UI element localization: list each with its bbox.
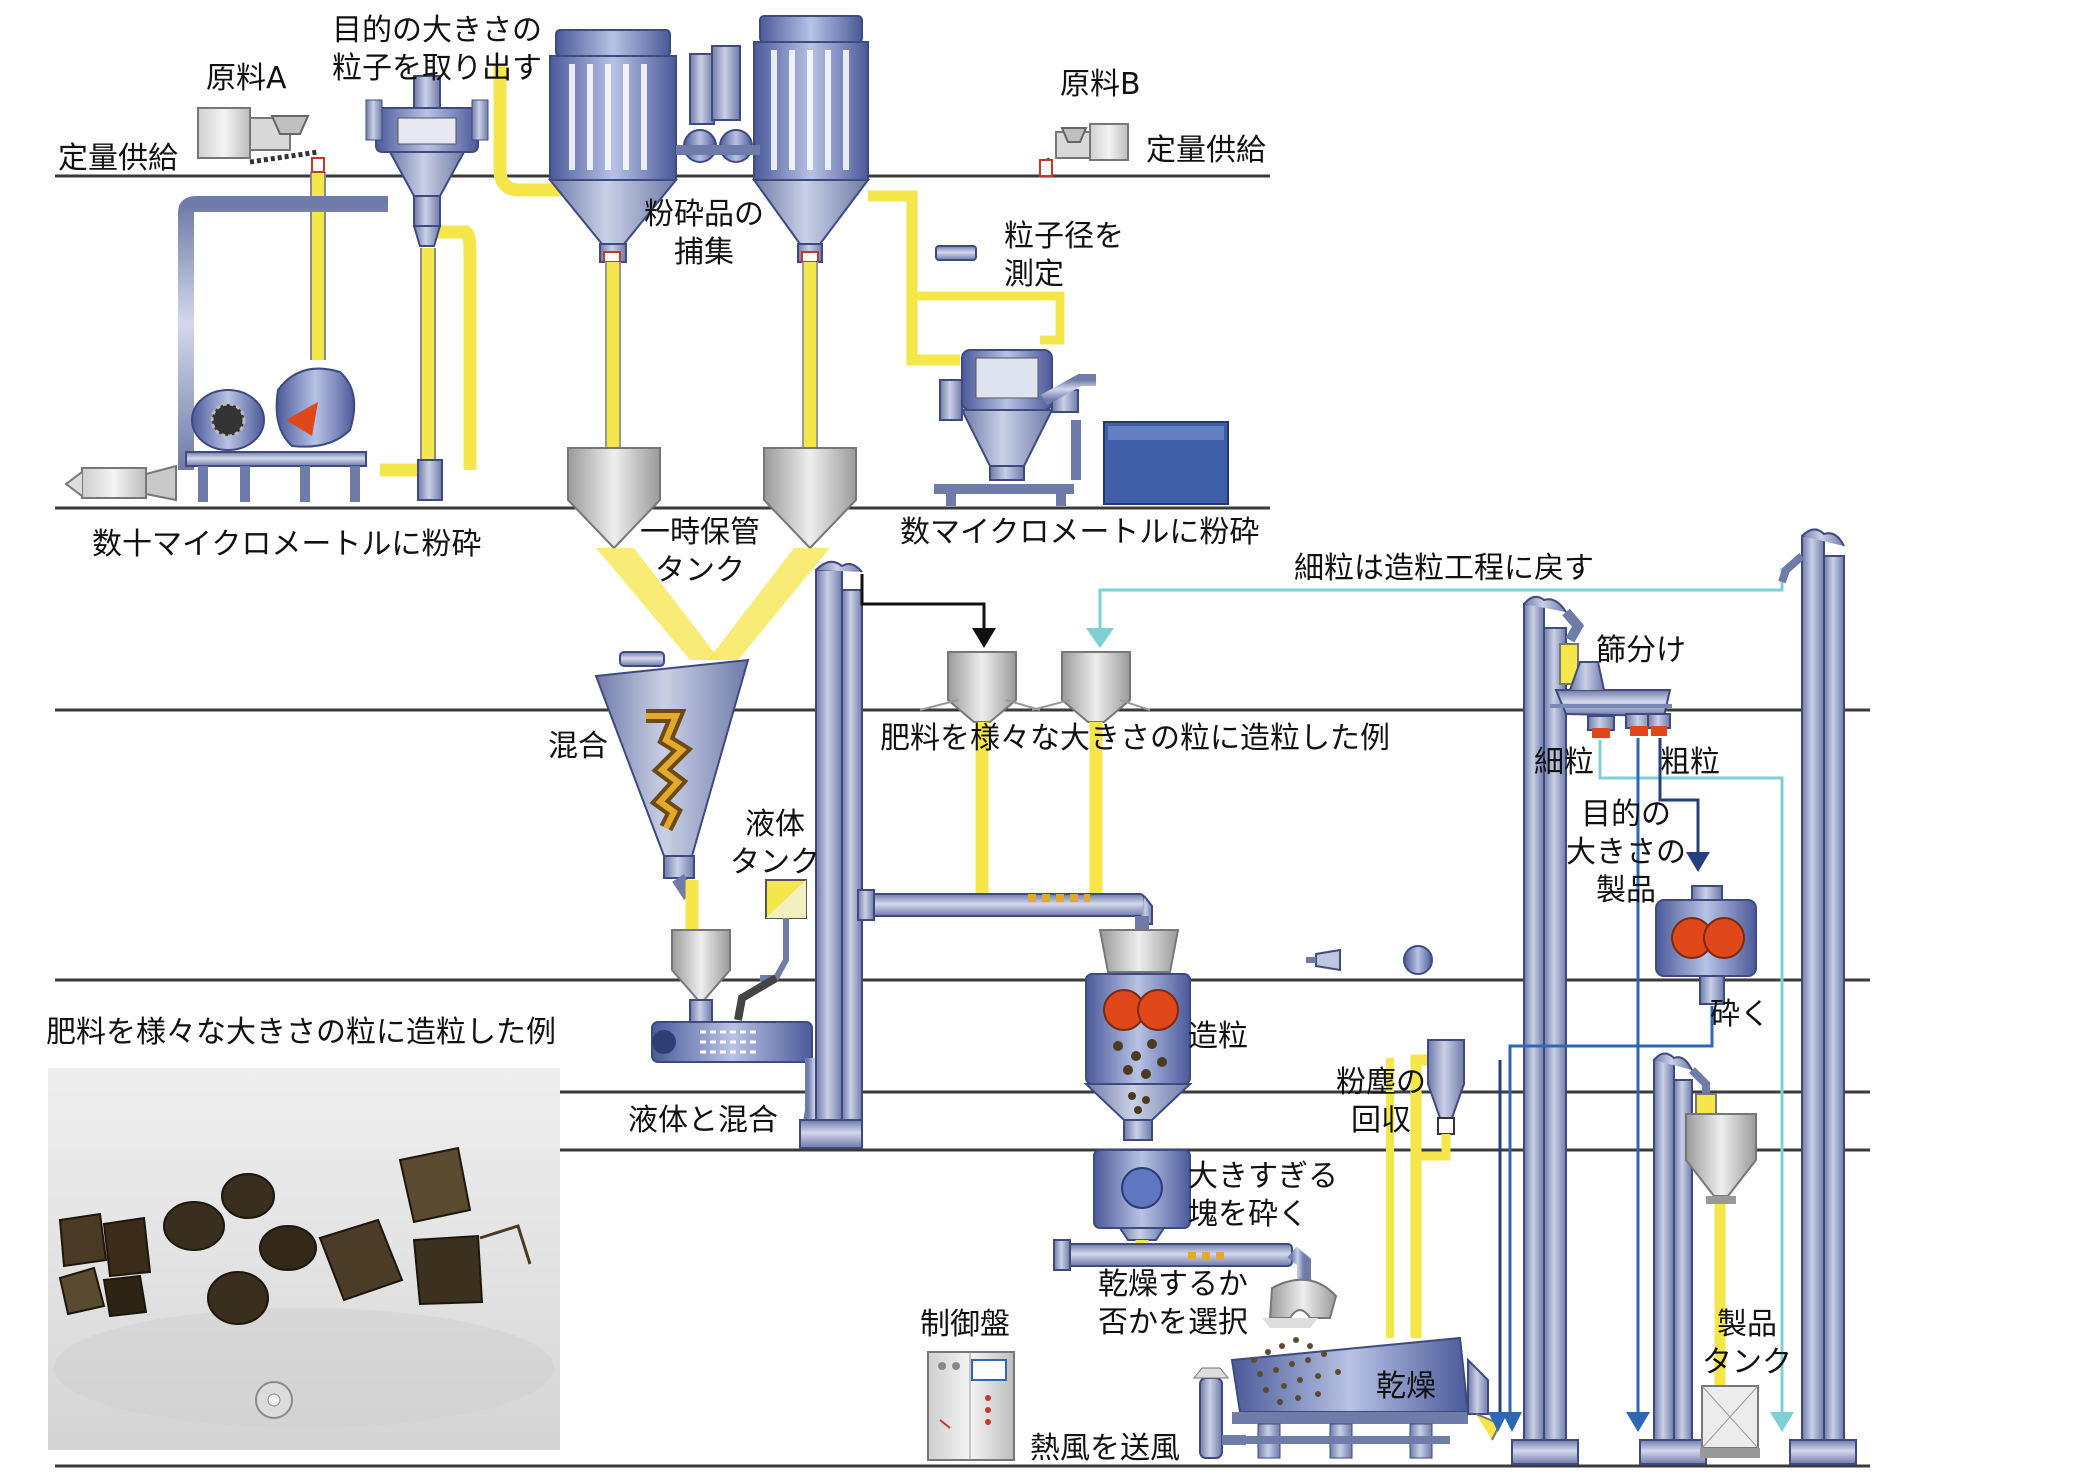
break-lumps-label: 大きすぎる 塊を砕く — [1188, 1159, 1338, 1232]
mixing-label: 混合 — [548, 729, 608, 764]
mixing-section — [567, 447, 857, 1141]
fixed-feed-b-label: 定量供給 — [1146, 133, 1266, 168]
elevator-1 — [799, 560, 864, 1149]
granule-photo — [48, 1068, 560, 1450]
coarse-label: 粗粒 — [1660, 745, 1720, 780]
sieve-flows — [1498, 738, 1784, 1420]
black-flow-arrow — [972, 628, 996, 648]
fines-return-label: 細粒は造粒工程に戻す — [1294, 551, 1594, 586]
elevator-4 — [1639, 1052, 1710, 1465]
material-b-label: 原料B — [1060, 67, 1141, 102]
mix-with-liquid-label: 液体と混合 — [628, 1103, 778, 1138]
fines-label: 細粒 — [1534, 745, 1594, 780]
granulate-example-mid-label: 肥料を様々な大きさの粒に造粒した例 — [880, 721, 1390, 756]
elevator-2 — [1511, 595, 1585, 1465]
material-a-label: 原料A — [206, 61, 287, 96]
baghouse-collectors — [493, 15, 1065, 448]
granulator — [1083, 929, 1193, 1141]
grind-few-micron-label: 数マイクロメートルに粉砕 — [900, 515, 1260, 550]
mill-section — [64, 75, 489, 502]
temp-tank-label: 一時保管 タンク — [640, 515, 760, 588]
collect-crushed-label: 粉砕品の 捕集 — [644, 197, 764, 270]
granulator-feed — [857, 651, 1153, 930]
hot-air-label: 熱風を送風 — [1030, 1431, 1180, 1466]
product-tank — [1685, 1093, 1760, 1458]
lump-breaker — [1053, 1149, 1311, 1288]
control-panel — [927, 1351, 1015, 1461]
measure-particle-label: 粒子径を 測定 — [1004, 219, 1124, 292]
sieve — [1550, 643, 1672, 738]
drying-label: 乾燥 — [1376, 1369, 1436, 1404]
crush-label: 砕く — [1710, 997, 1770, 1032]
fine-mill-section — [934, 123, 1229, 506]
crusher — [1655, 852, 1757, 1005]
bottom-arrowheads — [1488, 1412, 1794, 1432]
liquid-tank-label: 液体 タンク — [730, 807, 820, 880]
photo-title: 肥料を様々な大きさの粒に造粒した例 — [46, 1015, 556, 1050]
dust-recovery — [1306, 945, 1465, 1170]
target-product-label: 目的の 大きさの 製品 — [1566, 797, 1686, 908]
elevator-3 — [1778, 528, 1857, 1465]
product-tank-label: 製品 タンク — [1702, 1307, 1792, 1380]
control-panel-label: 制御盤 — [920, 1307, 1010, 1342]
fixed-feed-a-label: 定量供給 — [58, 141, 178, 176]
dry-or-not-label: 乾燥するか 否かを選択 — [1098, 1267, 1248, 1340]
sieving-label: 篩分け — [1596, 633, 1686, 668]
extract-target-label: 目的の大きさの 粒子を取り出す — [332, 13, 542, 86]
granulation-label: 造粒 — [1188, 1019, 1248, 1054]
grind-tens-micron-label: 数十マイクロメートルに粉砕 — [92, 527, 482, 562]
dust-recovery-label: 粉塵の 回収 — [1336, 1065, 1426, 1138]
